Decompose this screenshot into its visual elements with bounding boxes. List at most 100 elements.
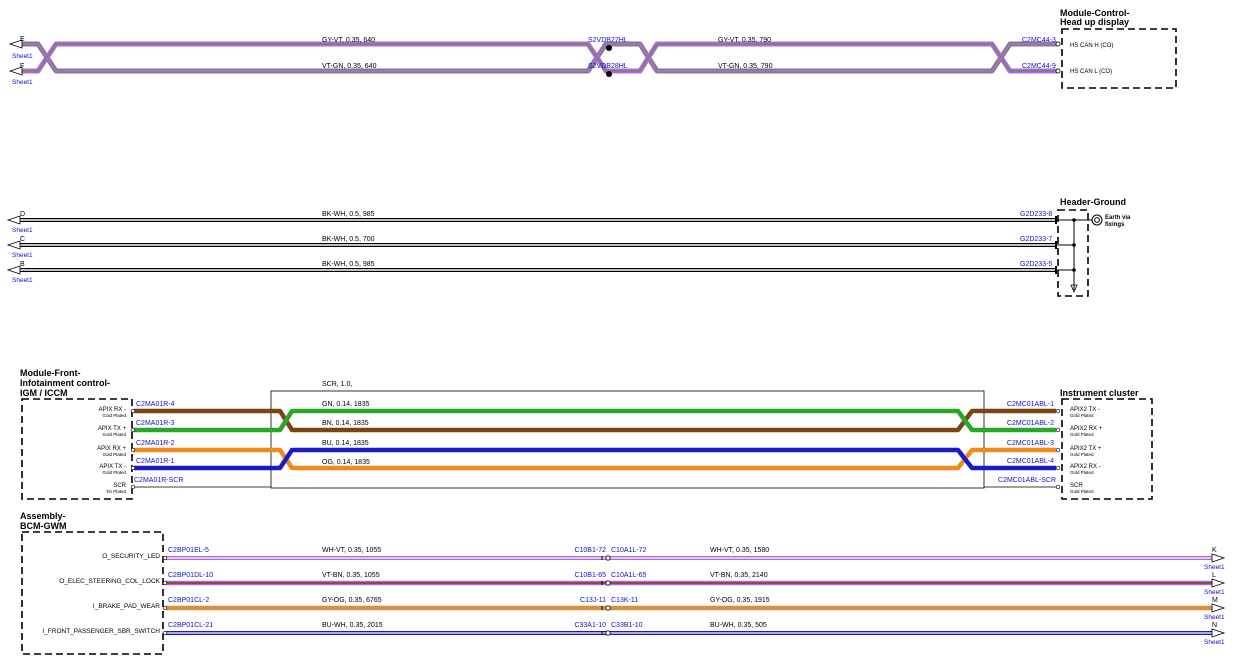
pin-plating: Gold Plated <box>1070 452 1094 457</box>
connector-c2mc01abl-2[interactable]: C2MC01ABL-2 <box>1007 420 1054 427</box>
pin-plating: Gold Plated <box>102 413 126 418</box>
offsheet-sheet-link-d[interactable]: Sheet1 <box>12 227 33 234</box>
module-title-line-1: Module-Control- <box>1060 8 1129 18</box>
offsheet-arrow-k[interactable] <box>1211 553 1226 563</box>
inline-connector-symbols <box>601 555 611 636</box>
wire-spec-f-right: VT-GN, 0.35, 790 <box>718 63 773 70</box>
wire-brown-bn[interactable] <box>134 408 1056 433</box>
wire-spec-b: BK-WH, 0.5, 985 <box>322 261 375 268</box>
inline-connector-c10b1-65[interactable]: C10B1-65 <box>574 572 606 579</box>
offsheet-sheet-link-f[interactable]: Sheet1 <box>12 79 33 86</box>
offsheet-sheet-link-m[interactable]: Sheet1 <box>1204 614 1225 621</box>
pin-plating: Gold Plated <box>1070 470 1094 475</box>
connector-c2mc01abl-scr[interactable]: C2MC01ABL-SCR <box>998 477 1056 484</box>
pin-apix-tx-plus: APIX TX + <box>98 426 127 432</box>
cable-shield[interactable] <box>270 390 985 489</box>
left-connector-labels: C2MA01R-4 C2MA01R-3 C2MA01R-2 C2MA01R-1 … <box>134 401 183 484</box>
wire-orange-og[interactable] <box>134 447 1056 471</box>
connector-g2d233-8[interactable]: G2D233-8 <box>1020 211 1052 218</box>
wire-blue-bu[interactable] <box>134 447 1056 471</box>
inline-connector-c10a1l-65[interactable]: C10A1L-65 <box>611 572 647 579</box>
inline-connector-c10a1l-72[interactable]: C10A1L-72 <box>611 547 647 554</box>
wire-spec-e-left: GY-VT, 0.35, 640 <box>322 37 375 44</box>
offsheet-arrow-f[interactable] <box>8 66 23 76</box>
module-title-line-1: Assembly- <box>20 511 66 521</box>
module-box-instrument-cluster[interactable] <box>1061 398 1153 500</box>
section-header-ground: D Sheet1 C Sheet1 B Sheet1 BK-WH, 0.5, 9… <box>6 197 1131 297</box>
right-terminals <box>1055 408 1061 490</box>
wire-green-gn[interactable] <box>134 408 1056 433</box>
offsheet-sheet-link-b[interactable]: Sheet1 <box>12 277 33 284</box>
module-box-head-up-display[interactable] <box>1061 28 1177 89</box>
inline-connector-c13k-11[interactable]: C13K-11 <box>611 597 638 604</box>
connector-c2bp01cl-21[interactable]: C2BP01CL-21 <box>168 622 213 629</box>
module-box-header-ground[interactable] <box>1057 209 1089 297</box>
wire-f-vt-gn[interactable] <box>22 41 1058 74</box>
splice-label-s2vdb27hl[interactable]: S2VDB27HL <box>588 37 628 44</box>
offsheet-sheet-link-c[interactable]: Sheet1 <box>12 252 33 259</box>
module-title-line-3: IGM / ICCM <box>20 388 68 398</box>
offsheet-letter-l: L <box>1212 572 1216 579</box>
wire-spec-gn: GN, 0.14, 1835 <box>322 401 370 408</box>
offsheet-arrow-l[interactable] <box>1211 578 1226 588</box>
connector-c2mc01abl-4[interactable]: C2MC01ABL-4 <box>1007 458 1054 465</box>
connector-g2d233-5[interactable]: G2D233-5 <box>1020 261 1052 268</box>
splice-label-s2vdb28hl[interactable]: S2VDB28HL <box>588 63 628 70</box>
pin-plating: Gold Plated <box>102 470 126 475</box>
offsheet-sheet-link-e[interactable]: Sheet1 <box>12 53 33 60</box>
module-title-header-ground: Header-Ground <box>1060 197 1126 207</box>
inline-connector-c33a1-10[interactable]: C33A1-10 <box>574 622 606 629</box>
connector-c2mc44-3[interactable]: C2MC44-3 <box>1022 37 1056 44</box>
offsheet-sheet-link-k[interactable]: Sheet1 <box>1204 564 1225 571</box>
wire-spec-c: BK-WH, 0.5, 700 <box>322 236 375 243</box>
pin-label-hs-can-h: HS CAN H (CO) <box>1070 43 1113 49</box>
inline-connector-c13j-11[interactable]: C13J-11 <box>580 597 606 604</box>
pin-plating: Gold Plated <box>1070 432 1094 437</box>
connector-c2ma01r-3[interactable]: C2MA01R-3 <box>136 420 175 427</box>
connector-c2mc44-9[interactable]: C2MC44-9 <box>1022 63 1056 70</box>
offsheet-letter-d: D <box>20 211 25 218</box>
inline-connector-c33b1-10[interactable]: C33B1-10 <box>611 622 643 629</box>
connector-c2ma01r-4[interactable]: C2MA01R-4 <box>136 401 175 408</box>
earth-label-line-2: fixings <box>1105 222 1125 228</box>
offsheet-arrow-n[interactable] <box>1211 628 1226 638</box>
wire-spec-f-left: VT-GN, 0.35, 640 <box>322 63 377 70</box>
offsheet-sheet-link-n[interactable]: Sheet1 <box>1204 639 1225 646</box>
connector-g2d233-7[interactable]: G2D233-7 <box>1020 236 1052 243</box>
inline-connector-c10b1-72[interactable]: C10B1-72 <box>574 547 606 554</box>
connector-c2bp01dl-10[interactable]: C2BP01DL-10 <box>168 572 213 579</box>
offsheet-arrow-m[interactable] <box>1211 603 1226 613</box>
pin-terminal <box>1055 68 1061 74</box>
wire-spec-n-right: BU-WH, 0.35, 505 <box>710 622 767 629</box>
offsheet-sheet-link-l[interactable]: Sheet1 <box>1204 589 1225 596</box>
offsheet-arrow-d[interactable] <box>6 215 21 225</box>
connector-c2mc01abl-1[interactable]: C2MC01ABL-1 <box>1007 401 1054 408</box>
wire-spec-m-right: GY-OG, 0.35, 1915 <box>710 597 770 604</box>
connector-c2ma01r-2[interactable]: C2MA01R-2 <box>136 440 175 447</box>
wire-spec-m-left: GY-OG, 0.35, 6765 <box>322 597 382 604</box>
wire-spec-d: BK-WH, 0.5, 985 <box>322 211 375 218</box>
splice-dot-s2vdb28hl[interactable] <box>606 71 612 77</box>
splice-dot-s2vdb27hl[interactable] <box>606 45 612 51</box>
left-terminals <box>130 408 136 490</box>
offsheet-letter-f: F <box>20 63 24 70</box>
connector-c2bp01el-5[interactable]: C2BP01EL-5 <box>168 547 209 554</box>
connector-c2ma01r-1[interactable]: C2MA01R-1 <box>136 458 175 465</box>
wire-e-gy-vt[interactable] <box>22 41 1058 74</box>
offsheet-arrow-c[interactable] <box>6 240 21 250</box>
connector-c2mc01abl-3[interactable]: C2MC01ABL-3 <box>1007 440 1054 447</box>
offsheet-arrow-b[interactable] <box>6 265 21 275</box>
wire-spec-l-left: VT-BN, 0.35, 1055 <box>322 572 380 579</box>
offsheet-arrow-e[interactable] <box>8 39 23 49</box>
connector-c2ma01r-scr[interactable]: C2MA01R-SCR <box>134 477 183 484</box>
pin-scr: SCR <box>113 483 126 489</box>
connector-c2bp01cl-2[interactable]: C2BP01CL-2 <box>168 597 209 604</box>
pin-apix-rx-plus: APIX RX + <box>97 446 126 452</box>
wire-spec-og: OG, 0.14, 1835 <box>322 459 370 466</box>
right-pin-list: APIX2 TX - Gold Plated APIX2 RX + Gold P… <box>1070 407 1103 494</box>
module-box-bcm-gwm[interactable] <box>21 531 164 655</box>
pin-plating: Tin Plated <box>106 489 127 494</box>
module-title-line-2: Infotainment control- <box>20 378 110 388</box>
bcm-terminals <box>162 555 168 636</box>
left-pin-list: APIX RX - Gold Plated APIX TX + Gold Pla… <box>97 407 127 494</box>
